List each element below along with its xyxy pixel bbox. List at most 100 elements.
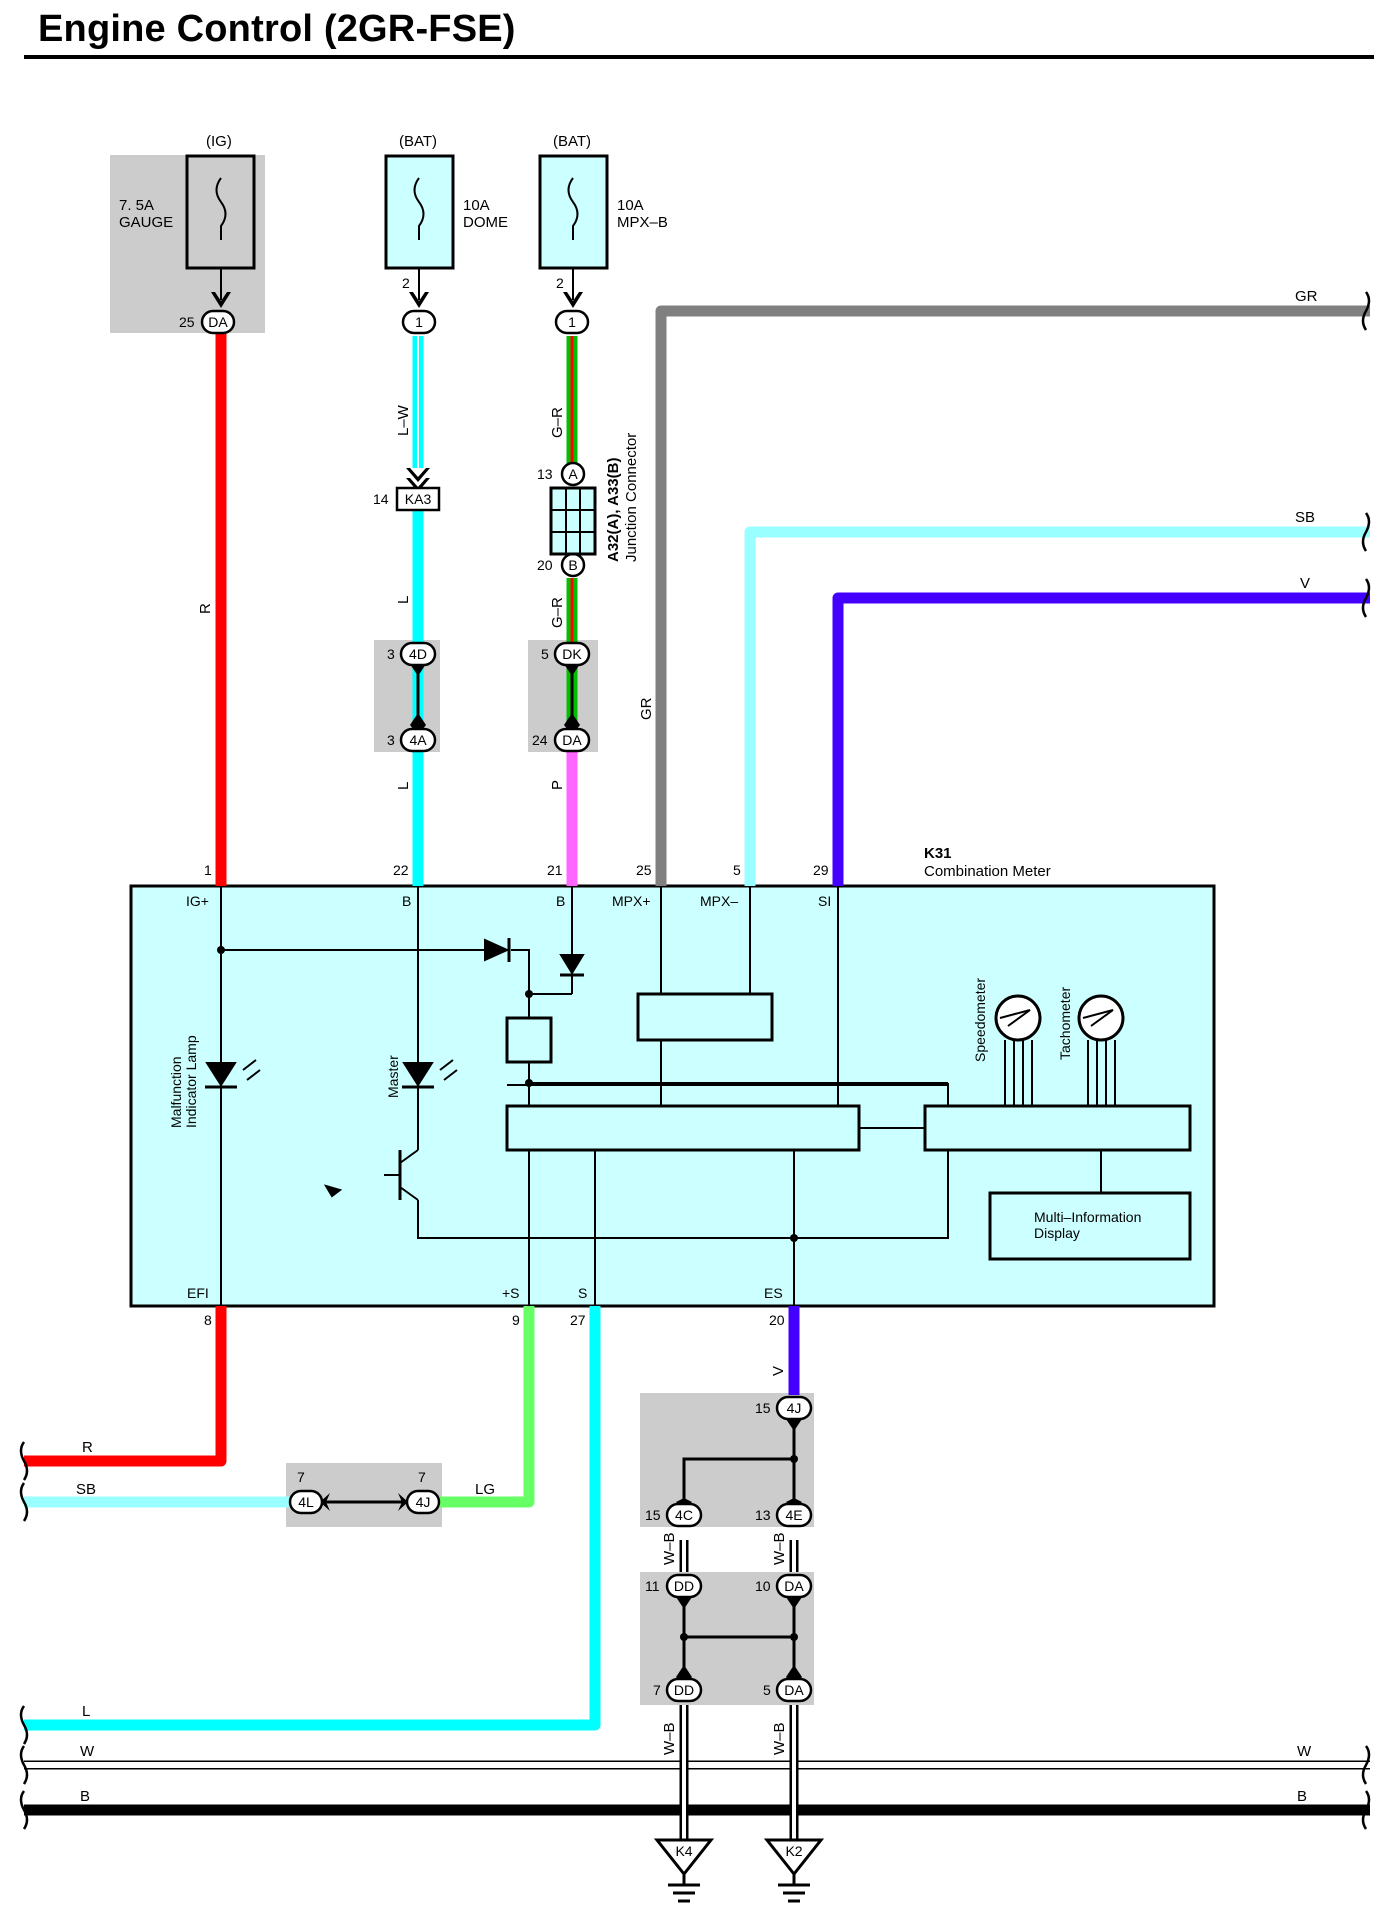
ground-bars (668, 1874, 810, 1903)
wire-lg (440, 1306, 535, 1508)
break-b-right (1361, 1790, 1371, 1830)
pin-13: 13 (537, 466, 553, 482)
pin-9: 9 (512, 1312, 520, 1328)
grounds (653, 1838, 825, 1877)
pin-11-dd: 11 (645, 1578, 660, 1594)
fuse-dome-amp: 10A (463, 197, 490, 214)
arrow-1-mpx (563, 292, 583, 308)
junction-connector (549, 461, 597, 578)
led-master (402, 1062, 434, 1087)
break-b-left (19, 1790, 29, 1830)
conn-4l (288, 1489, 324, 1515)
junction-name: Junction Connector (623, 433, 640, 562)
conn-dd-top (665, 1573, 703, 1599)
term-b22: B (402, 893, 411, 909)
term-efi: EFI (187, 1285, 209, 1301)
junction-dot-da (790, 1633, 798, 1641)
wire-label-gr1: G–R (549, 407, 566, 438)
term-plus-s: +S (502, 1285, 520, 1301)
conn-4c-label: 4C (675, 1507, 693, 1523)
wire-gr (655, 305, 1370, 886)
conn-da-3 (775, 1677, 813, 1703)
pin-10-da: 10 (755, 1578, 771, 1594)
pin-14: 14 (373, 491, 389, 507)
fuse-dome-name: DOME (463, 214, 508, 231)
int-ground-line (417, 1083, 949, 1239)
conn-4e (775, 1502, 813, 1528)
fuse-mpxb-name: MPX–B (617, 214, 668, 231)
conn-dd-bottom (665, 1677, 703, 1703)
conn-4c (665, 1502, 703, 1528)
ground-k4 (653, 1838, 715, 1877)
connector-ovals (200, 309, 813, 1703)
break-w-left (19, 1745, 29, 1785)
pin-5-dk: 5 (541, 646, 549, 662)
pin-20: 20 (537, 557, 553, 573)
wire-label-l-left: L (82, 1703, 90, 1720)
term-igp: IG+ (186, 893, 209, 909)
ground-k2 (763, 1838, 825, 1877)
ground-k2-label: K2 (785, 1843, 802, 1859)
conn-dd-bottom-label: DD (674, 1682, 694, 1698)
mpx-interface-box (636, 992, 774, 1042)
src-ig: (IG) (206, 133, 232, 150)
wire-label-lg: LG (475, 1481, 495, 1498)
pin-25-top: 25 (179, 314, 195, 330)
fuse-mpxb (538, 154, 609, 270)
meter-blocks (505, 992, 1192, 1261)
break-sb (1361, 512, 1371, 552)
wire-sb (744, 526, 1370, 886)
title-rule (24, 55, 1374, 59)
wire-label-gr-right: GR (1295, 288, 1318, 305)
pin-7-4j: 7 (418, 1469, 426, 1485)
pin-2-mpx: 2 (556, 275, 564, 291)
junction-block (549, 486, 597, 556)
pin-15-4c: 15 (645, 1507, 661, 1523)
transistor-collector (399, 1149, 419, 1164)
wire-v (832, 592, 1370, 886)
junction-a (560, 461, 586, 487)
wire-label-r-left: R (82, 1439, 93, 1456)
break-v (1361, 578, 1371, 618)
conn-4a-label: 4A (409, 732, 427, 748)
conn-4j-left (405, 1489, 441, 1515)
break-gr (1361, 291, 1371, 331)
junction-a-label: A (568, 466, 578, 482)
pin-7-4l: 7 (297, 1469, 305, 1485)
mil-ray1 (242, 1059, 257, 1071)
wire-label-w-right: W (1297, 1743, 1312, 1760)
wire-label-r: R (197, 603, 214, 614)
conn-4e-label: 4E (785, 1507, 802, 1523)
conn-da-top-label: DA (208, 314, 228, 330)
meter-internals (220, 886, 1116, 1306)
pin-5: 5 (733, 862, 741, 878)
pin-2-dome: 2 (402, 275, 410, 291)
tachometer-label: Tachometer (1057, 987, 1073, 1060)
wire-label-b-left: B (80, 1788, 90, 1805)
wire-label-b-right: B (1297, 1788, 1307, 1805)
pin-27: 27 (570, 1312, 586, 1328)
wire-l-bottom (24, 1306, 601, 1731)
fuses (185, 154, 609, 300)
term-s: S (578, 1285, 587, 1301)
wire-label-wb4: W–B (771, 1722, 788, 1755)
conn-da-3-label: DA (784, 1682, 804, 1698)
wire-label-v-right: V (1300, 575, 1310, 592)
page-title: Engine Control (2GR-FSE) (38, 8, 516, 50)
mid-label-1: Multi–Information (1034, 1209, 1141, 1225)
wires (24, 305, 1370, 1840)
fuse-gauge-amp: 7. 5A (119, 197, 154, 214)
conn-1-dome (401, 309, 437, 335)
fuse-gauge-element (215, 177, 227, 240)
fuse-dome (384, 154, 455, 270)
conn-4j-label: 4J (787, 1400, 802, 1416)
master-ray2 (443, 1069, 458, 1081)
relay-box (505, 1016, 553, 1064)
pin-20-es: 20 (769, 1312, 785, 1328)
meter-id: K31 (924, 845, 952, 862)
dot-es (790, 1234, 798, 1242)
pin-3-4a: 3 (387, 732, 395, 748)
wire-label-l2: L (395, 782, 412, 790)
conn-da-2-label: DA (784, 1578, 804, 1594)
pin-3-4d: 3 (387, 646, 395, 662)
